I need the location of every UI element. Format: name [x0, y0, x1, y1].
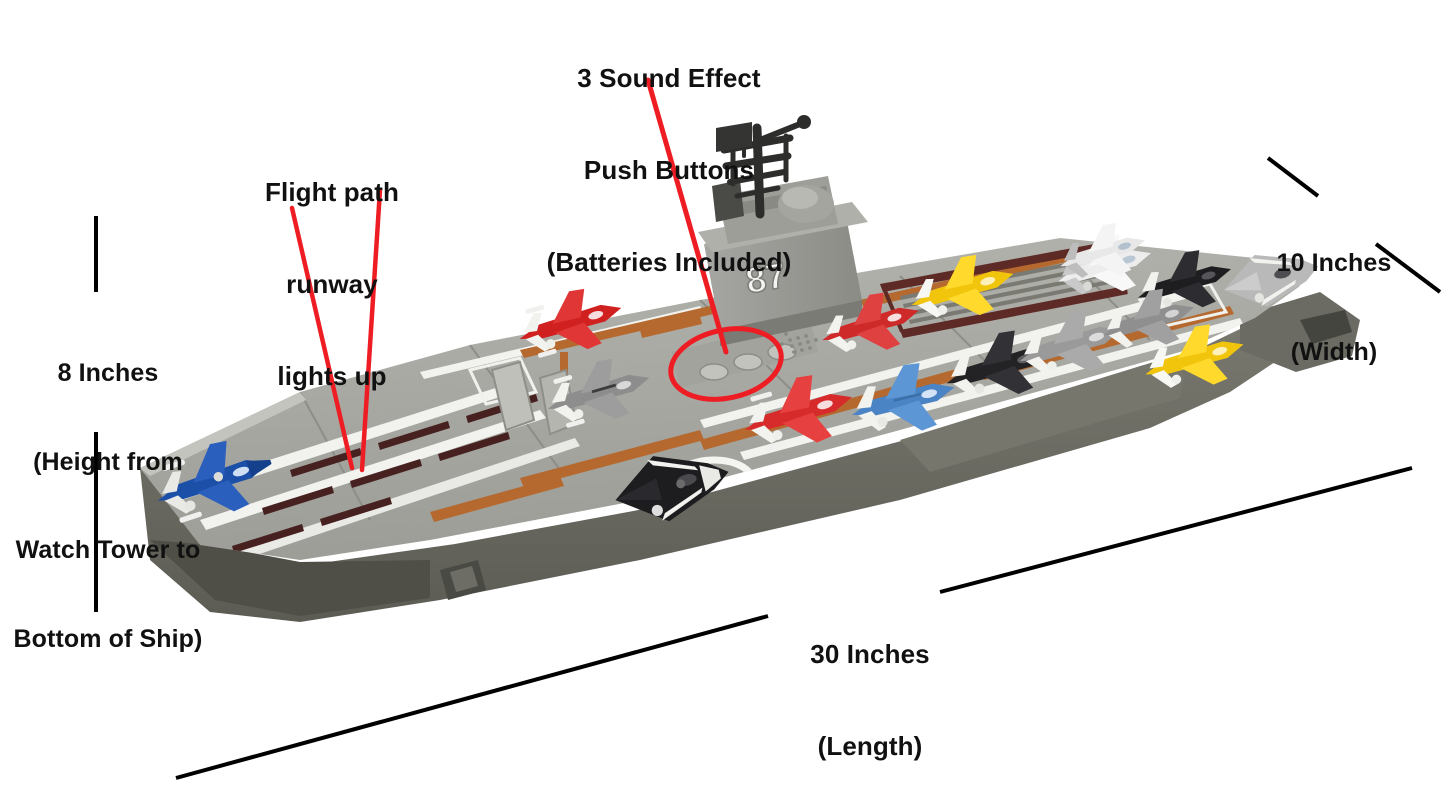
jet-blue-aft — [852, 363, 955, 432]
jet-red-center — [744, 375, 852, 452]
callout-flight-path: Flight path runway lights up — [233, 116, 431, 423]
speaker-grille — [780, 332, 818, 354]
width-dimension-line-top — [1266, 156, 1320, 198]
callout-flight-line1: Flight path — [265, 177, 399, 208]
flight-leader-line-1 — [289, 205, 355, 471]
island-tower: 87 — [698, 115, 868, 346]
hull-stern-notch — [1300, 310, 1352, 344]
callout-length-line1: 30 Inches — [810, 639, 930, 670]
jet-gray-aft-a — [1019, 309, 1121, 375]
jet-gray-stern — [1224, 254, 1319, 307]
callout-height-line4: Bottom of Ship) — [13, 624, 203, 653]
aircraft-group — [157, 222, 1319, 523]
callout-length-line2: (Length) — [817, 731, 923, 762]
callout-sound-line3: (Batteries Included) — [546, 247, 792, 278]
flight-leader-line-2 — [359, 187, 383, 473]
callout-width-line1: 10 Inches — [1276, 249, 1392, 277]
callout-flight-line2: runway — [286, 269, 378, 300]
hull-sponson-aft — [900, 360, 1185, 472]
jet-blue-bow — [157, 440, 272, 523]
hull-keel-shadow — [150, 540, 430, 616]
jet-gray-portmid — [547, 358, 650, 428]
jet-black-stealth — [615, 456, 729, 522]
callout-flight-line3: lights up — [277, 361, 387, 392]
jet-red-portfwd — [519, 288, 622, 358]
sound-leader-line — [645, 77, 729, 355]
radar-panel — [712, 180, 744, 222]
jet-yellow-stern — [1145, 324, 1244, 388]
callout-length-dimension: 30 Inches (Length) — [755, 578, 985, 793]
length-dimension-line-left — [175, 614, 769, 780]
push-button-1 — [699, 363, 729, 381]
jet-red-island — [822, 292, 919, 352]
jet-black-aft-a — [946, 330, 1050, 398]
push-button-2 — [733, 353, 763, 371]
bow-hatch-inner — [450, 566, 478, 592]
jet-white-stern — [1060, 222, 1145, 278]
mast-ball — [797, 115, 811, 129]
callout-height-dimension: 8 Inches (Height from Watch Tower to Bot… — [0, 300, 218, 684]
blast-deflector-a — [490, 360, 536, 432]
tower-base-shadow — [720, 300, 862, 346]
callout-height-line2: (Height from — [33, 447, 183, 476]
callout-height-line1: 8 Inches — [57, 359, 159, 387]
callout-sound-line1: 3 Sound Effect — [577, 63, 761, 94]
annotation-leaders — [94, 77, 1442, 780]
hull-number: 87 — [743, 254, 790, 301]
callout-sound-effects: 3 Sound Effect Push Buttons (Batteries I… — [519, 2, 819, 309]
length-dimension-line-right — [939, 466, 1413, 594]
callout-height-line3: Watch Tower to — [15, 536, 201, 564]
callout-width-line2: (Width) — [1290, 337, 1378, 366]
callout-sound-line2: Push Buttons — [583, 155, 755, 186]
width-dimension-line-bottom — [1374, 242, 1442, 294]
mast-flag-plate — [716, 122, 752, 152]
radome-highlight — [782, 187, 818, 209]
jet-yellow-aft-a — [911, 254, 1014, 318]
callout-width-dimension: 10 Inches (Width) — [1244, 190, 1424, 397]
hull-stern-block — [1240, 292, 1360, 372]
jet-gray-aft-b — [1103, 288, 1194, 348]
bow-edge — [140, 392, 306, 476]
